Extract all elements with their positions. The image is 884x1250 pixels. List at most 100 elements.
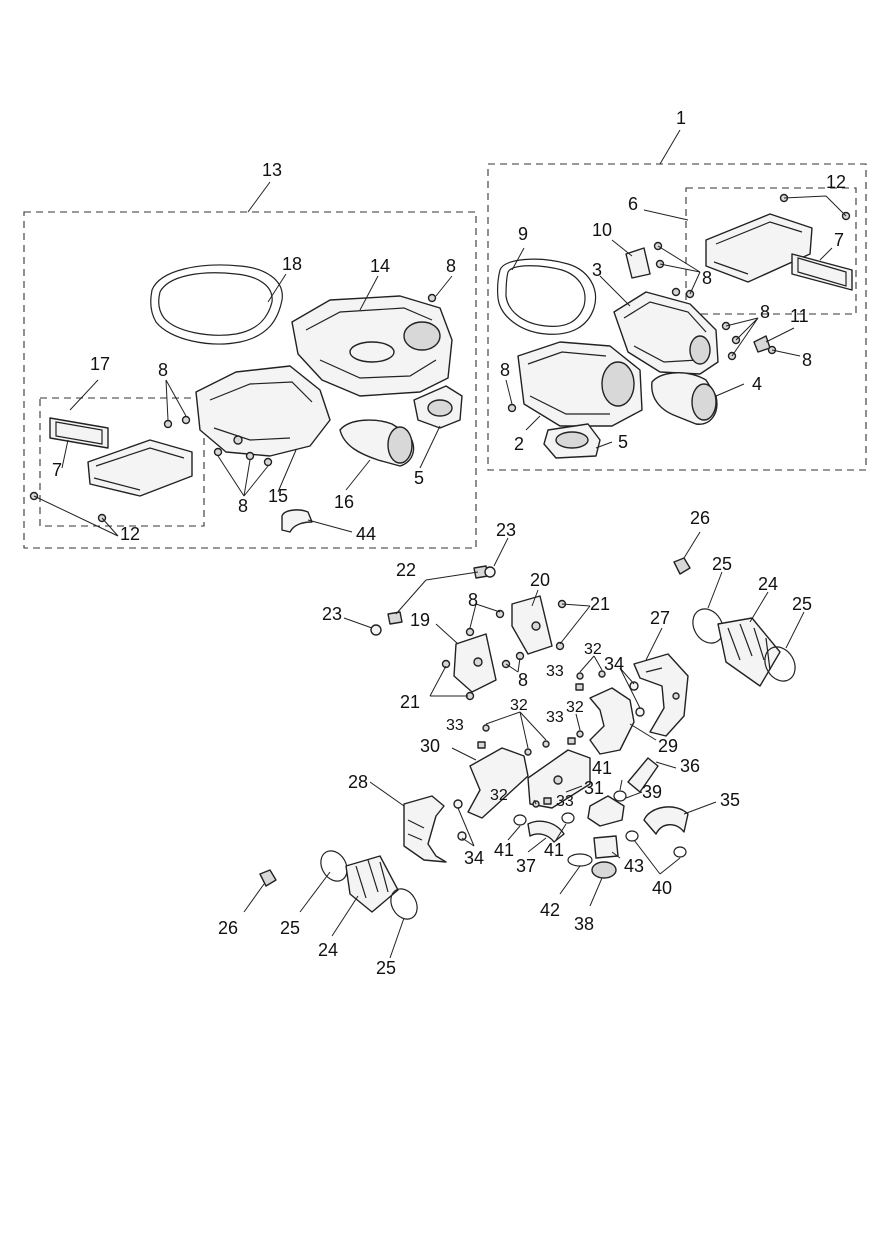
callout-5-left: 5 [414, 468, 424, 488]
group-13-box [23, 211, 477, 549]
callout-2: 2 [514, 434, 524, 454]
callout-18: 18 [282, 254, 302, 274]
fastener-8 [263, 457, 273, 467]
nut-33 [543, 797, 552, 805]
callout-8: 8 [468, 590, 478, 610]
fastener-32 [576, 730, 584, 738]
clamp-41-b [513, 814, 527, 826]
callout-33: 33 [546, 709, 564, 726]
callout-41: 41 [592, 758, 612, 778]
callout-31: 31 [584, 778, 604, 798]
callout-9: 9 [518, 224, 528, 244]
washer-23-right [484, 566, 496, 578]
duct-piece-29 [589, 687, 635, 755]
fastener-32 [598, 670, 606, 678]
callout-8: 8 [446, 256, 456, 276]
callout-8: 8 [238, 496, 248, 516]
nut-33 [567, 737, 576, 745]
washer-23-left [370, 624, 382, 636]
hose-36 [627, 757, 659, 793]
clamp-25-top-left [692, 608, 724, 644]
seal-18 [150, 264, 283, 345]
fastener-21 [441, 659, 451, 669]
callout-11: 11 [790, 306, 809, 326]
bracket-10 [625, 247, 651, 279]
callout-43: 43 [624, 856, 644, 876]
callout-35: 35 [720, 790, 740, 810]
airbox-lower-15 [195, 365, 331, 457]
callout-23: 23 [496, 520, 516, 540]
fastener-32 [542, 740, 550, 748]
callout-42: 42 [540, 900, 560, 920]
callout-38: 38 [574, 914, 594, 934]
callout-40: 40 [652, 878, 672, 898]
callout-20: 20 [530, 570, 550, 590]
callout-12-right: 12 [826, 172, 846, 192]
hose-35 [643, 806, 689, 835]
group-6-box [685, 187, 857, 315]
clip-11 [753, 335, 771, 353]
grommet-34 [457, 831, 467, 841]
callout-8: 8 [500, 360, 510, 380]
callout-26-top: 26 [690, 508, 710, 528]
fastener-8 [465, 627, 475, 637]
callout-19: 19 [410, 610, 430, 630]
callout-25: 25 [712, 554, 732, 574]
callout-6: 6 [628, 194, 638, 214]
callout-15: 15 [268, 486, 288, 506]
grommet-34 [635, 707, 645, 717]
callout-21: 21 [590, 594, 610, 614]
o-ring-42 [567, 853, 593, 867]
cover-27 [633, 653, 689, 737]
hose-24-bottom [345, 855, 399, 913]
fastener-8 [213, 447, 223, 457]
callout-8: 8 [760, 302, 770, 322]
callout-33: 33 [446, 717, 464, 734]
callout-7-right: 7 [834, 230, 844, 250]
fastener-8 [181, 415, 191, 425]
callout-30: 30 [420, 736, 440, 756]
fastener-32 [524, 748, 532, 756]
callout-8: 8 [158, 360, 168, 380]
clamp-40-b [673, 846, 687, 858]
fastener-8 [245, 451, 255, 461]
callout-4: 4 [752, 374, 762, 394]
callout-44: 44 [356, 524, 376, 544]
filter-element-7-right [791, 253, 853, 291]
fastener-21 [555, 641, 565, 651]
callout-41: 41 [494, 840, 514, 860]
nut-33 [575, 683, 584, 691]
callout-37: 37 [516, 856, 536, 876]
callout-14: 14 [370, 256, 390, 276]
clamp-41-c [561, 812, 575, 824]
callout-34: 34 [464, 848, 484, 868]
seal-9 [497, 258, 597, 335]
clamp-25-bottom-left [320, 850, 348, 882]
filter-frame-6 [705, 213, 813, 283]
cover-28 [403, 795, 447, 863]
callout-10: 10 [592, 220, 612, 240]
fastener-8 [163, 419, 173, 429]
clamp-25-bottom-right [390, 888, 418, 920]
callout-33: 33 [556, 793, 574, 810]
filter-element-7-left [49, 417, 109, 449]
callout-23: 23 [322, 604, 342, 624]
fastener-8 [507, 403, 517, 413]
callout-32: 32 [510, 697, 528, 714]
callout-3: 3 [592, 260, 602, 280]
callout-8: 8 [702, 268, 712, 288]
grommet-26-bottom [259, 869, 277, 887]
fastener-8 [671, 287, 681, 297]
callout-36: 36 [680, 756, 700, 776]
callout-34: 34 [604, 654, 624, 674]
callout-21: 21 [400, 692, 420, 712]
callout-25: 25 [280, 918, 300, 938]
callout-39: 39 [642, 782, 662, 802]
nut-33 [477, 741, 486, 749]
clamp-40-a [625, 830, 639, 842]
callout-25: 25 [792, 594, 812, 614]
callout-25: 25 [376, 958, 396, 978]
callout-32: 32 [584, 641, 602, 658]
